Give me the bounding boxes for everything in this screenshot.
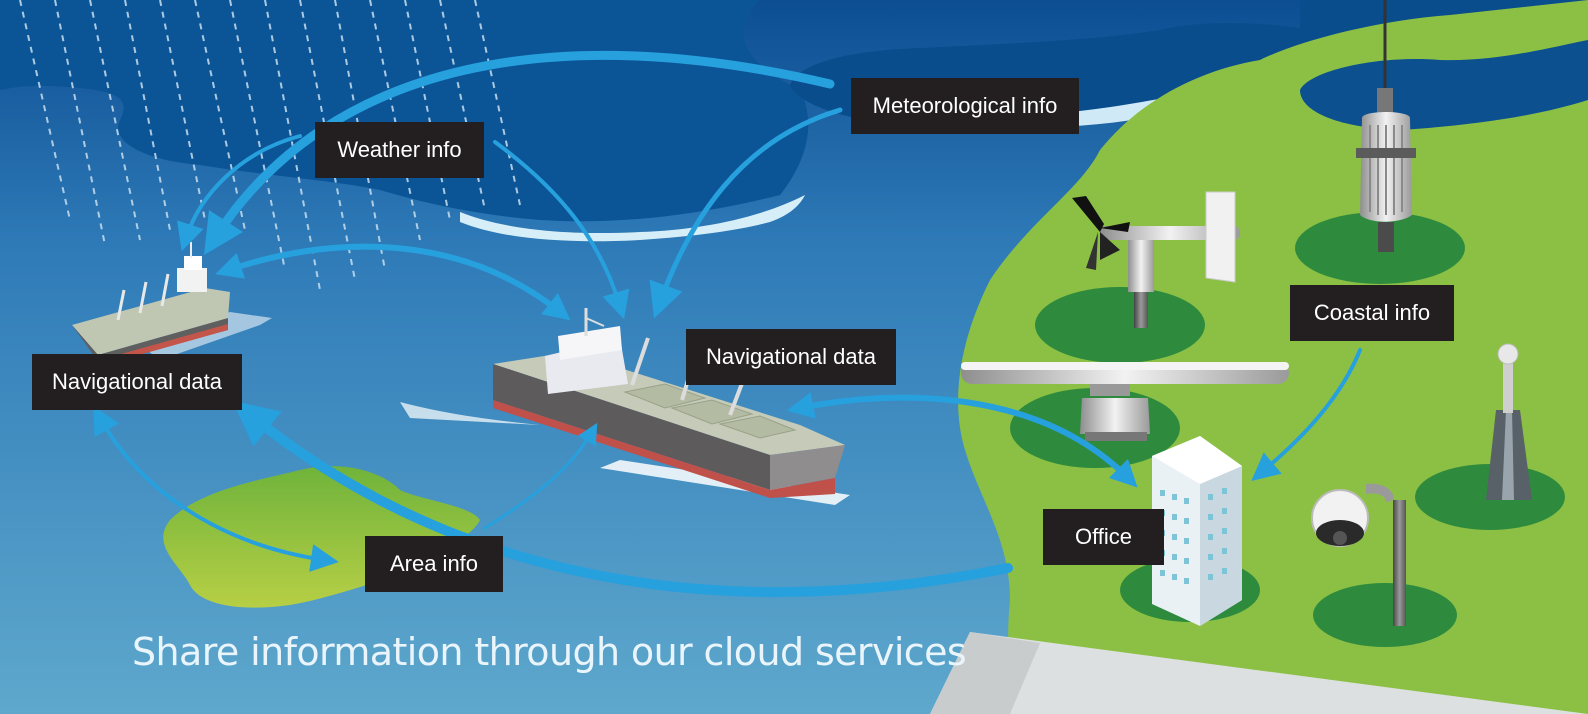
label-area-info: Area info	[365, 536, 503, 592]
arrow-met-to-left-ship	[203, 50, 835, 256]
coast-road	[930, 632, 1588, 714]
arrow-met-to-ship	[649, 107, 843, 319]
info-flow-arrows	[93, 50, 1362, 597]
arrow-weather-to-ship	[493, 140, 630, 320]
antenna-pole-icon	[1486, 343, 1532, 500]
coast-bay	[1300, 40, 1588, 130]
arrow-ships-nav	[215, 243, 571, 321]
wind-vane-icon	[1072, 191, 1240, 328]
arrow-weather-to-left-ship	[177, 134, 302, 252]
tagline: Share information through our cloud serv…	[132, 630, 967, 674]
sensor-tower-icon	[1356, 0, 1416, 252]
label-weather-info: Weather info	[315, 122, 484, 178]
label-navigational-data-left: Navigational data	[32, 354, 242, 410]
arrow-coastal-office	[1251, 348, 1362, 482]
cargo-ship-icon-left	[72, 242, 272, 366]
coast-road-shade	[930, 632, 1040, 714]
arrow-left-area	[93, 405, 339, 572]
arrow-area-ship	[483, 422, 598, 530]
label-office: Office	[1043, 509, 1164, 565]
label-meteorological-info: Meteorological info	[851, 78, 1079, 134]
arrow-office-left	[232, 400, 1013, 597]
office-building-icon	[1152, 436, 1242, 626]
label-coastal-info: Coastal info	[1290, 285, 1454, 341]
cloud-left-foam	[460, 195, 805, 242]
label-navigational-data-ship: Navigational data	[686, 329, 896, 385]
security-camera-icon	[1311, 483, 1406, 626]
arrow-office-ship	[786, 392, 1138, 488]
